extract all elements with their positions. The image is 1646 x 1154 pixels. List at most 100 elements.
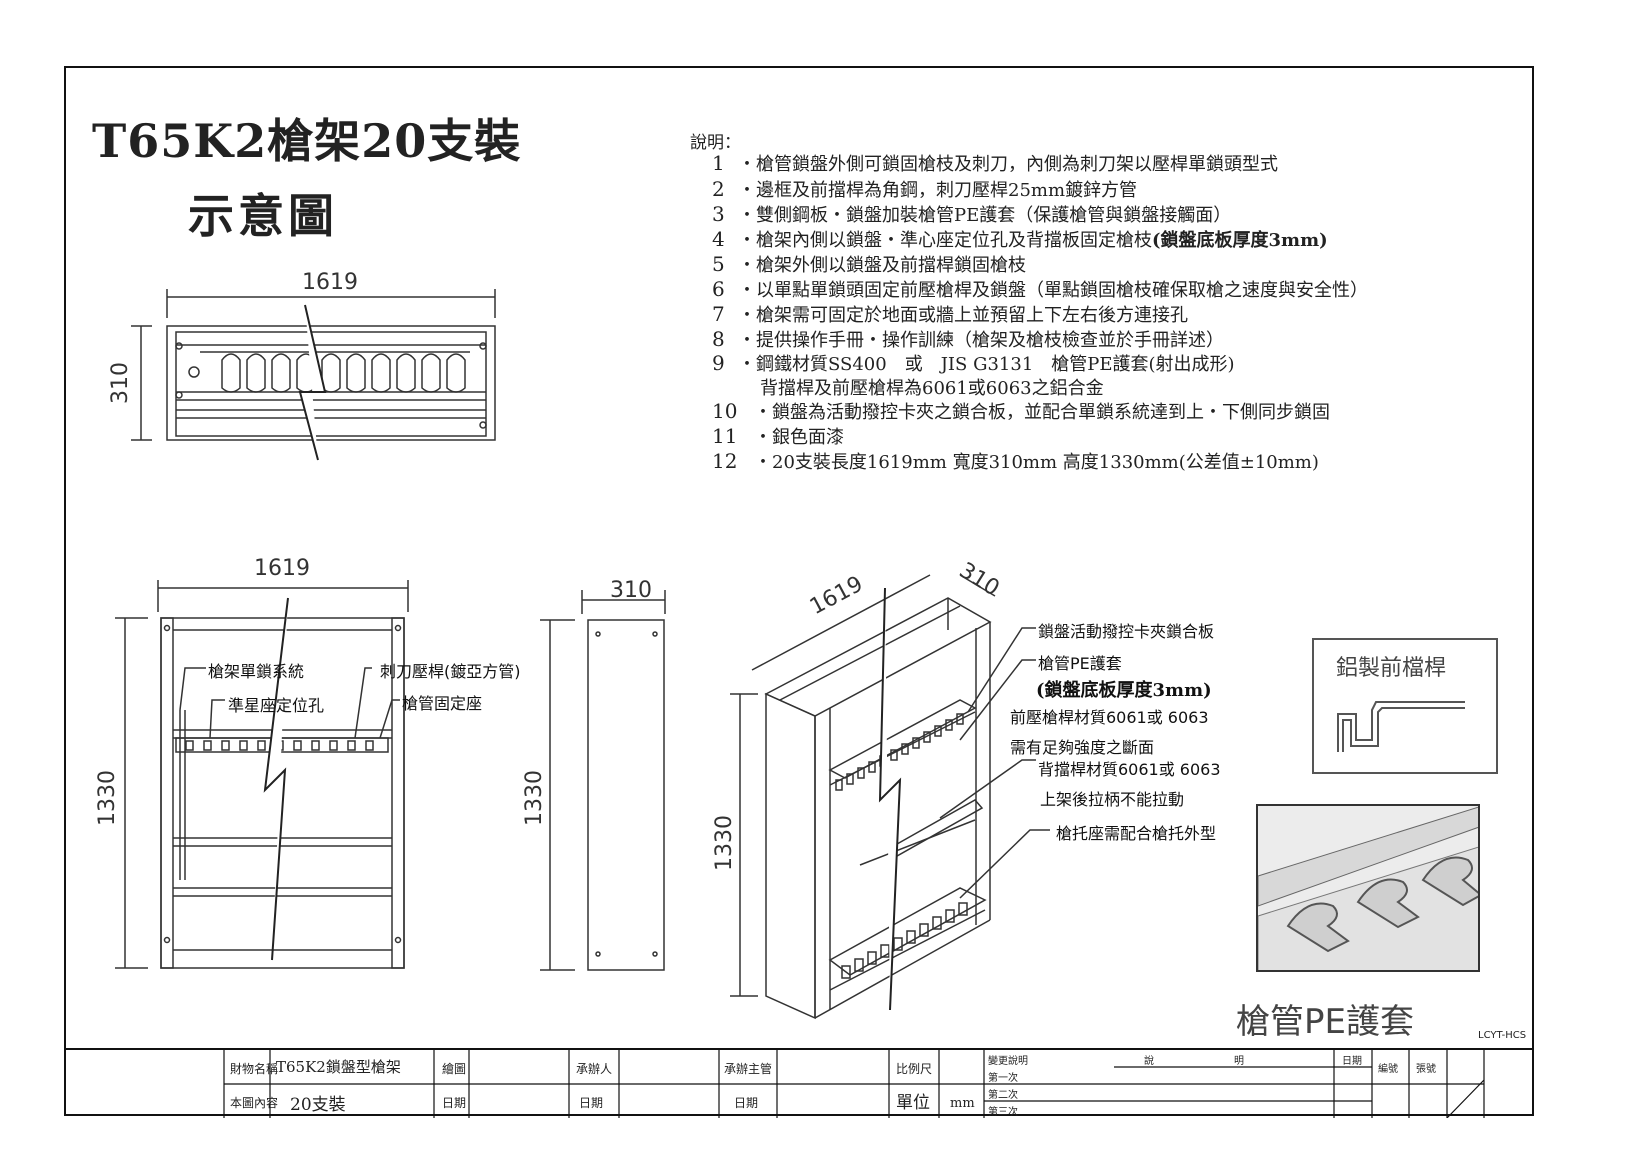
note-text: ・邊框及前擋桿為角鋼，刺刀壓桿25mm鍍鋅方管 bbox=[738, 180, 1138, 201]
front-lock-slot bbox=[185, 740, 194, 751]
label-sight-hole: 準星座定位孔 bbox=[228, 696, 325, 715]
iso-lock-tooth bbox=[956, 713, 964, 725]
top-view bbox=[131, 289, 496, 461]
side-view bbox=[540, 590, 666, 971]
iso-lock-tooth bbox=[846, 773, 854, 785]
label-plate-thickness: (鎖盤底板厚度3mm) bbox=[1036, 680, 1212, 701]
note-item: 5 ・槍架外側以鎖盤及前擋桿鎖固槍枝 bbox=[712, 251, 1026, 277]
iso-lock-tooth bbox=[890, 749, 898, 761]
title-block: 財物名稱 T65K2鎖盤型槍架 本圖內容 20支裝 繪圖 日期 承辦人 日期 承… bbox=[64, 1048, 1534, 1118]
front-lock-slot bbox=[239, 740, 248, 751]
note-number: 3 bbox=[712, 202, 725, 226]
iso-stock-slot bbox=[932, 916, 942, 930]
iso-stock-slot bbox=[880, 944, 890, 958]
label-lock-plate: 鎖盤活動撥控卡夾鎖合板 bbox=[1038, 622, 1215, 641]
top-lock-cup bbox=[221, 353, 241, 393]
note-emphasis: (鎖盤底板厚度3mm) bbox=[1152, 230, 1328, 251]
pe-sleeve-caption: 槍管PE護套 bbox=[1236, 1002, 1414, 1042]
note-item: 9・鋼鐵材質SS400 或 JIS G3131 槍管PE護套(射出成形) bbox=[712, 350, 1235, 376]
label-strength: 需有足夠強度之斷面 bbox=[1010, 738, 1155, 757]
note-text: ・槍架外側以鎖盤及前擋桿鎖固槍枝 bbox=[738, 255, 1026, 276]
tb-change1: 第一次 bbox=[988, 1073, 1018, 1084]
tb-draw-label: 繪圖 bbox=[442, 1062, 467, 1076]
front-height-dim: 1330 bbox=[95, 770, 120, 826]
note-text: ・槍管鎖盤外側可鎖固槍枝及刺刀，內側為刺刀架以壓桿單鎖頭型式 bbox=[738, 154, 1278, 175]
label-stock-seat: 槍托座需配合槍托外型 bbox=[1056, 824, 1217, 843]
iso-stock-slot bbox=[854, 958, 864, 972]
note-text: ・槍架內側以鎖盤・準心座定位孔及背擋板固定槍枝 bbox=[738, 230, 1152, 251]
tb-supervisor-date-label: 日期 bbox=[734, 1096, 759, 1110]
tb-date2-label: 日期 bbox=[1342, 1056, 1362, 1067]
note-text: ・提供操作手冊・操作訓練（槍架及槍枝檢查並於手冊詳述） bbox=[738, 330, 1224, 351]
tb-sheet-label: 張號 bbox=[1416, 1064, 1436, 1075]
note-item: 8・提供操作手冊・操作訓練（槍架及槍枝檢查並於手冊詳述） bbox=[712, 326, 1224, 352]
iso-lock-tooth bbox=[923, 731, 931, 743]
note-text: ・20支裝長度1619mm 寬度310mm 高度1330mm(公差值±10mm) bbox=[754, 452, 1319, 473]
tb-handler-date-label: 日期 bbox=[579, 1096, 604, 1110]
tb-number-label: 編號 bbox=[1378, 1064, 1398, 1075]
front-lock-slot bbox=[347, 740, 356, 751]
label-pe-sleeve: 槍管PE護套 bbox=[1038, 654, 1122, 673]
iso-stock-slot bbox=[841, 965, 851, 979]
iso-height-dim: 1330 bbox=[712, 815, 737, 871]
note-number: 4 bbox=[712, 227, 725, 251]
tb-draw-date-label: 日期 bbox=[442, 1096, 467, 1110]
iso-lock-tooth bbox=[912, 737, 920, 749]
tb-scale-label: 比例尺 bbox=[896, 1062, 933, 1076]
aluminum-inset-box bbox=[1312, 638, 1498, 774]
tb-unit-label: 單位 bbox=[896, 1093, 930, 1113]
drawing-subtitle: 示意圖 bbox=[188, 189, 338, 243]
note-item: 6・以單點單鎖頭固定前壓槍桿及鎖盤（單點鎖固槍枝確保取槍之速度與安全性） bbox=[712, 276, 1368, 302]
note-text: ・鋼鐵材質SS400 或 JIS G3131 槍管PE護套(射出成形) bbox=[738, 354, 1235, 375]
tb-change3: 第三次 bbox=[988, 1107, 1018, 1118]
drawing-frame bbox=[64, 66, 1534, 1116]
pe-sleeve-photo bbox=[1256, 804, 1480, 972]
note-item: 背擋桿及前壓槍桿為6061或6063之鋁合金 bbox=[760, 374, 1104, 400]
note-number: 10 bbox=[712, 399, 738, 423]
top-lock-cup bbox=[246, 353, 266, 393]
pe-sleeve-photo-illustration bbox=[1258, 806, 1478, 970]
front-lock-slot bbox=[311, 740, 320, 751]
note-text: ・鎖盤為活動撥控卡夾之鎖合板，並配合單鎖系統達到上・下側同步鎖固 bbox=[754, 402, 1330, 423]
iso-lock-tooth bbox=[901, 743, 909, 755]
note-item: 12・20支裝長度1619mm 寬度310mm 高度1330mm(公差值±10m… bbox=[712, 448, 1319, 474]
note-number: 7 bbox=[712, 302, 725, 326]
iso-stock-slot bbox=[945, 909, 955, 923]
note-item: 4 ・槍架內側以鎖盤・準心座定位孔及背擋板固定槍枝(鎖盤底板厚度3mm) bbox=[712, 226, 1328, 252]
tb-unit-value: mm bbox=[950, 1096, 975, 1111]
isometric-view bbox=[730, 574, 1050, 1020]
note-text: ・槍架需可固定於地面或牆上並預留上下左右後方連接孔 bbox=[738, 305, 1188, 326]
note-number: 5 bbox=[712, 252, 725, 276]
iso-stock-slot bbox=[893, 937, 903, 951]
front-lock-slot bbox=[257, 740, 266, 751]
iso-stock-slot bbox=[867, 951, 877, 965]
front-lock-slot bbox=[203, 740, 212, 751]
iso-lock-tooth bbox=[857, 767, 865, 779]
note-text: 背擋桿及前壓槍桿為6061或6063之鋁合金 bbox=[760, 378, 1104, 399]
note-item: 2・邊框及前擋桿為角鋼，刺刀壓桿25mm鍍鋅方管 bbox=[712, 176, 1137, 202]
note-text: ・銀色面漆 bbox=[754, 427, 844, 448]
note-number: 6 bbox=[712, 277, 725, 301]
top-lock-cup bbox=[446, 353, 466, 393]
front-lock-slot bbox=[329, 740, 338, 751]
label-single-lock: 槍架單鎖系統 bbox=[208, 662, 305, 681]
top-length-dim: 1619 bbox=[302, 270, 358, 295]
note-item: 1・槍管鎖盤外側可鎖固槍枝及刺刀，內側為刺刀架以壓桿單鎖頭型式 bbox=[712, 150, 1278, 176]
label-bayonet-bar: 刺刀壓桿(鍍亞方管) bbox=[380, 662, 521, 681]
note-item: 3・雙側鋼板・鎖盤加裝槍管PE護套（保護槍管與鎖盤接觸面） bbox=[712, 201, 1231, 227]
iso-stock-slot bbox=[919, 923, 929, 937]
top-lock-cup bbox=[421, 353, 441, 393]
iso-lock-tooth bbox=[945, 719, 953, 731]
iso-stock-slot bbox=[906, 930, 916, 944]
tb-handler-label: 承辦人 bbox=[576, 1062, 613, 1076]
label-front-bar-material: 前壓槍桿材質6061或 6063 bbox=[1010, 708, 1209, 727]
note-number: 11 bbox=[712, 424, 738, 448]
label-back-bar-material: 背擋桿材質6061或 6063 bbox=[1038, 760, 1221, 779]
tb-supervisor-label: 承辦主管 bbox=[724, 1062, 773, 1076]
title-block-grid bbox=[223, 1050, 1485, 1118]
iso-lock-tooth bbox=[934, 725, 942, 737]
tb-change-label: 變更說明 bbox=[988, 1056, 1028, 1067]
drawing-title: T65K2槍架20支裝 bbox=[92, 114, 522, 168]
front-lock-slot bbox=[221, 740, 230, 751]
